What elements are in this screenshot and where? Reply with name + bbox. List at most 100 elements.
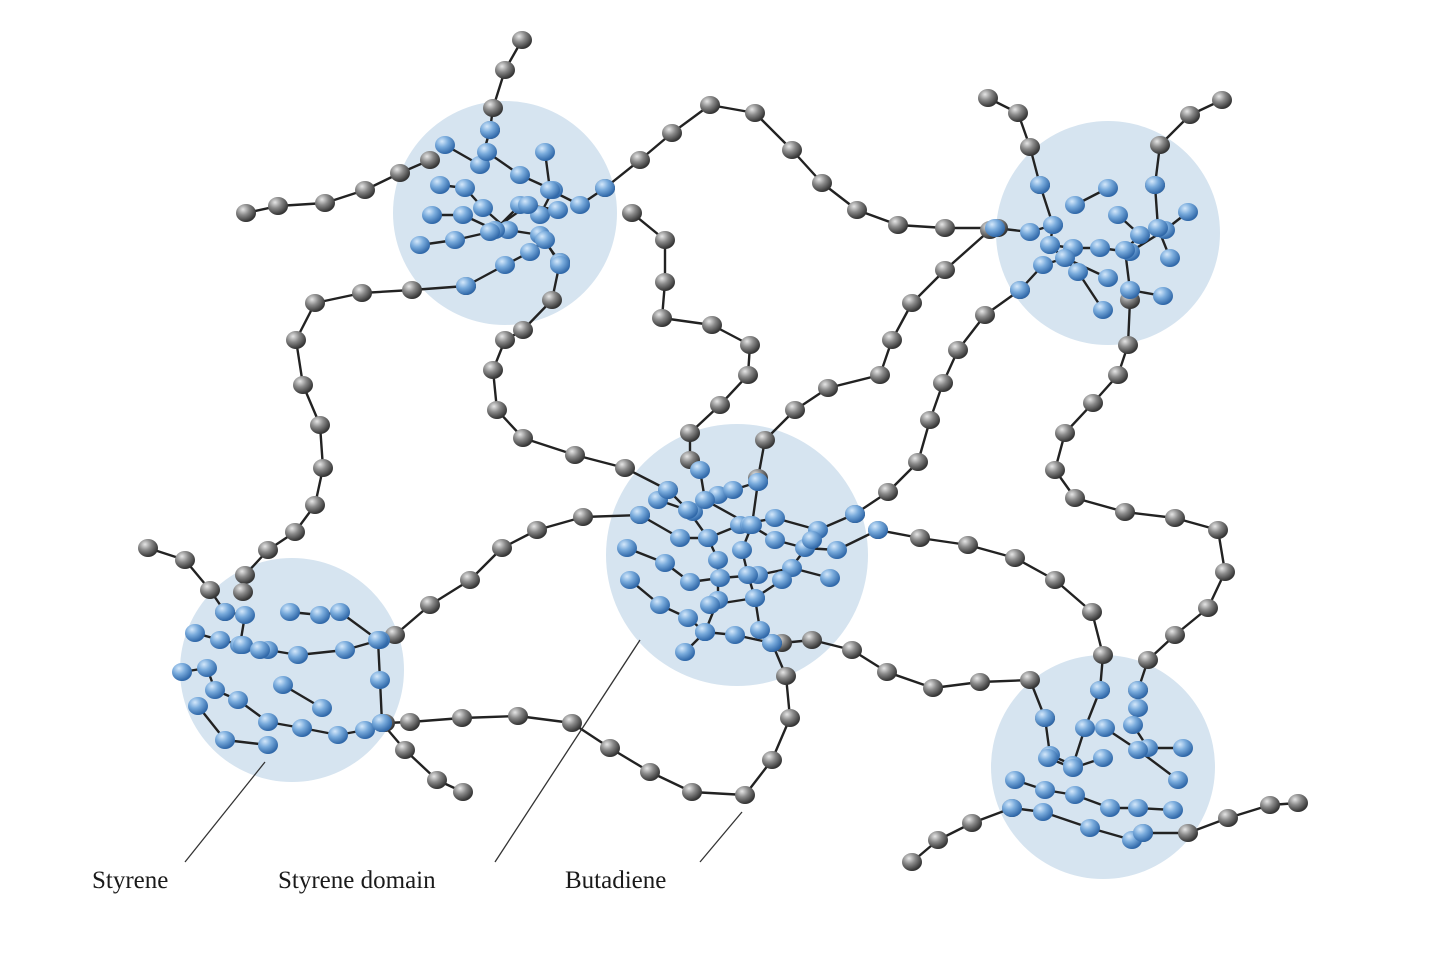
styrene-bead-icon: [1098, 269, 1118, 287]
label-leaders: [184, 639, 743, 863]
butadiene-chain-7: [853, 288, 1022, 516]
styrene-bead-icon: [732, 541, 752, 559]
butadiene-bead-icon: [740, 336, 760, 354]
butadiene-bead-icon: [395, 741, 415, 759]
styrene-bead-icon: [1090, 239, 1110, 257]
styrene-bead-icon: [215, 731, 235, 749]
butadiene-bead-icon: [622, 204, 642, 222]
butadiene-bead-icon: [652, 309, 672, 327]
butadiene-bead-icon: [352, 284, 372, 302]
butadiene-bead-icon: [233, 583, 253, 601]
styrene-bead-icon: [1093, 301, 1113, 319]
butadiene-bead-icon: [1180, 106, 1200, 124]
butadiene-bead-icon: [483, 361, 503, 379]
butadiene-bead-icon: [235, 566, 255, 584]
styrene-bead-icon: [1098, 179, 1118, 197]
styrene-bead-icon: [1030, 176, 1050, 194]
butadiene-bead-icon: [780, 709, 800, 727]
butadiene-bead-icon: [1108, 366, 1128, 384]
butadiene-bead-icon: [935, 261, 955, 279]
styrene-bead-icon: [1065, 196, 1085, 214]
butadiene-bead-icon: [390, 164, 410, 182]
styrene-bead-icon: [845, 505, 865, 523]
styrene-chain-7: [993, 183, 1055, 234]
styrene-bead-icon: [473, 199, 493, 217]
styrene-bead-icon: [670, 529, 690, 547]
butadiene-bead-icon: [495, 331, 515, 349]
styrene-bead-icon: [370, 671, 390, 689]
styrene-bead-icon: [1033, 256, 1053, 274]
styrene-bead-icon: [1108, 206, 1128, 224]
styrene-bead-icon: [185, 624, 205, 642]
butadiene-bead-icon: [928, 831, 948, 849]
styrene-bead-icon: [518, 196, 538, 214]
styrene-bead-icon: [745, 589, 765, 607]
butadiene-bead-icon: [420, 151, 440, 169]
styrene-bead-icon: [675, 643, 695, 661]
styrene-bead-icon: [1020, 223, 1040, 241]
butadiene-bead-icon: [385, 626, 405, 644]
butadiene-bead-icon: [738, 366, 758, 384]
styrene-bead-icon: [1128, 741, 1148, 759]
styrene-bead-icon: [1145, 176, 1165, 194]
butadiene-bead-icon: [640, 763, 660, 781]
butadiene-bead-icon: [200, 581, 220, 599]
butadiene-bead-icon: [902, 294, 922, 312]
butadiene-bead-icon: [495, 61, 515, 79]
butadiene-bead-icon: [662, 124, 682, 142]
styrene-bead-icon: [355, 721, 375, 739]
styrene-bead-icon: [1035, 709, 1055, 727]
styrene-bead-icon: [250, 641, 270, 659]
butadiene-bead-icon: [1020, 671, 1040, 689]
butadiene-bead-icon: [527, 521, 547, 539]
styrene-bead-icon: [738, 566, 758, 584]
butadiene-bead-icon: [935, 219, 955, 237]
butadiene-bead-icon: [762, 751, 782, 769]
butadiene-bead-icon: [562, 714, 582, 732]
styrene-bead-icon: [520, 243, 540, 261]
styrene-bead-icon: [535, 143, 555, 161]
styrene-bead-icon: [1128, 799, 1148, 817]
styrene-bead-icon: [456, 277, 476, 295]
styrene-bead-icon: [698, 529, 718, 547]
styrene-bead-icon: [480, 223, 500, 241]
styrene-chain-20: [708, 538, 814, 607]
styrene-bead-icon: [310, 606, 330, 624]
butadiene-bead-icon: [420, 596, 440, 614]
styrene-bead-icon: [985, 219, 1005, 237]
styrene-bead-icon: [1100, 799, 1120, 817]
butadiene-bead-icon: [700, 96, 720, 114]
styrene-bead-icon: [288, 646, 308, 664]
butadiene-bead-icon: [452, 709, 472, 727]
butadiene-bead-icon: [310, 416, 330, 434]
styrene-bead-icon: [280, 603, 300, 621]
butadiene-chain-15: [146, 546, 227, 614]
butadiene-bead-icon: [483, 99, 503, 117]
butadiene-bead-icon: [1218, 809, 1238, 827]
styrene-bead-icon: [742, 516, 762, 534]
styrene-bead-icon: [1130, 226, 1150, 244]
styrene-bead-icon: [335, 641, 355, 659]
butadiene-bead-icon: [782, 141, 802, 159]
styrene-bead-icon: [748, 473, 768, 491]
butadiene-bead-icon: [138, 539, 158, 557]
styrene-chain-1: [485, 150, 555, 217]
butadiene-chain-2: [603, 103, 1000, 230]
butadiene-chain-16: [380, 721, 465, 794]
styrene-bead-icon: [205, 681, 225, 699]
butadiene-bead-icon: [460, 571, 480, 589]
styrene-bead-icon: [680, 573, 700, 591]
styrene-bead-icon: [372, 714, 392, 732]
butadiene-chain-9: [1153, 98, 1224, 187]
butadiene-bead-icon: [258, 541, 278, 559]
styrene-bead-icon: [188, 697, 208, 715]
styrene-bead-icon: [868, 521, 888, 539]
butadiene-bead-icon: [908, 453, 928, 471]
styrene-bead-icon: [535, 231, 555, 249]
styrene-bead-icon: [233, 636, 253, 654]
styrene-bead-icon: [765, 531, 785, 549]
butadiene-bead-icon: [1208, 521, 1228, 539]
styrene-bead-icon: [827, 541, 847, 559]
butadiene-bead-icon: [948, 341, 968, 359]
butadiene-bead-icon: [286, 331, 306, 349]
